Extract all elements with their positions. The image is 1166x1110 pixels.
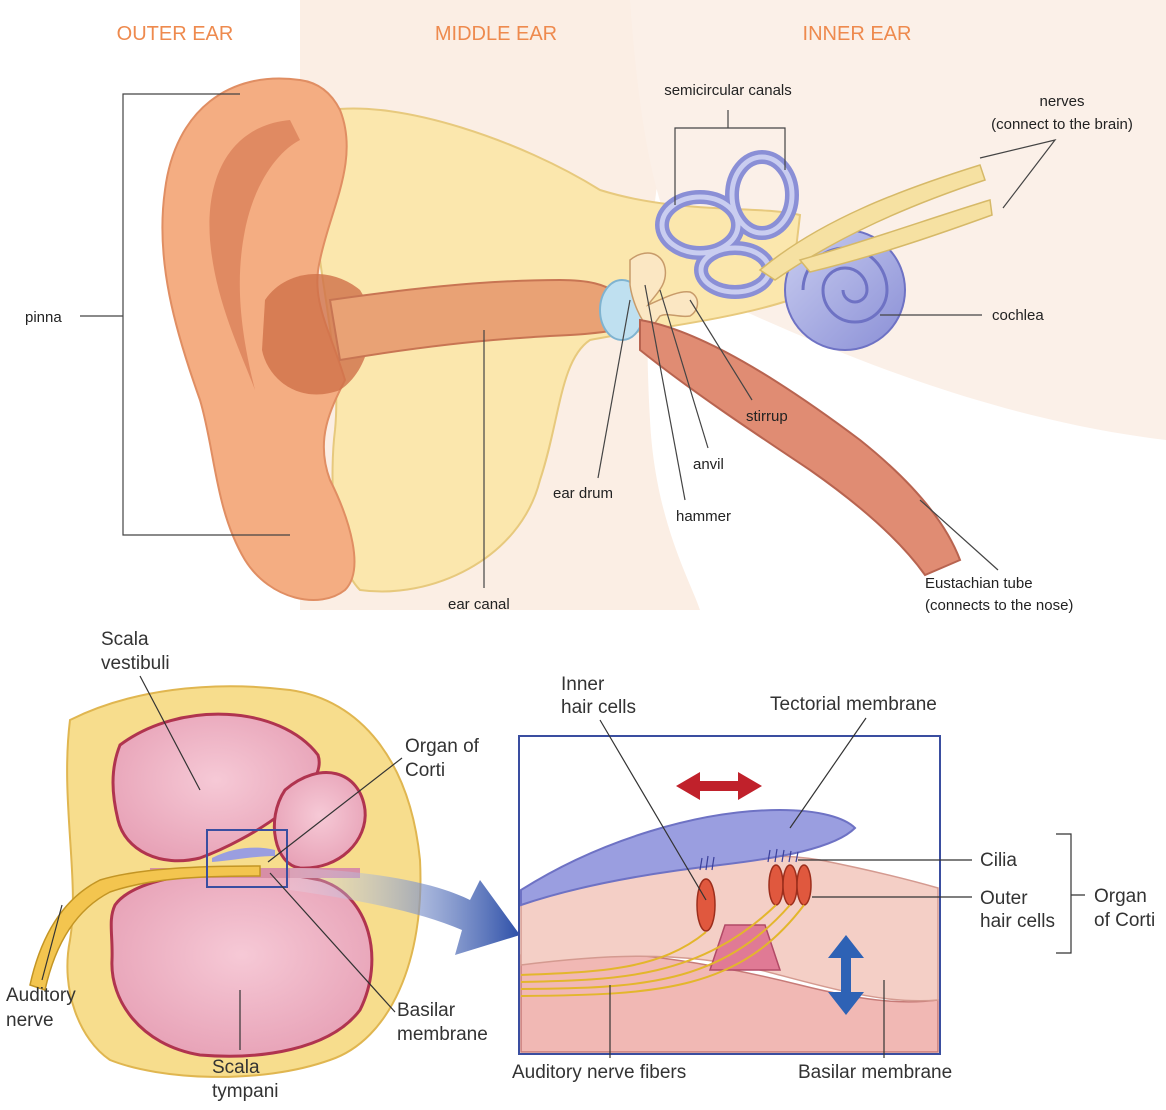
organ-of-corti-label-1: Organ of (405, 736, 480, 757)
tectorial-membrane-leader (789, 717, 867, 829)
pinna-fold (209, 120, 300, 390)
pinna-label: pinna (25, 309, 62, 326)
ear-drum-leader (597, 299, 631, 479)
inner-ear-background (630, 0, 1166, 440)
auditory-nerve-label-2: nerve (6, 1010, 54, 1031)
organ-of-corti-bracket (1056, 833, 1085, 954)
semicircular-canals-label: semicircular canals (664, 82, 792, 99)
eustachian-tube-label-1: Eustachian tube (925, 575, 1033, 592)
tectorial-small (212, 847, 275, 862)
semicircular-canals-bracket (674, 110, 786, 205)
pinna-bracket (80, 93, 290, 536)
cilia-label: Cilia (980, 850, 1017, 871)
stirrup-leader (689, 299, 753, 401)
outer-hair-cells-label-1: Outer (980, 888, 1028, 909)
organ-label-1: Organ (1094, 886, 1147, 907)
inner-ear-title: INNER EAR (803, 23, 912, 45)
tectorial-motion-arrow (676, 772, 762, 800)
basilar-motion-arrow (828, 935, 864, 1015)
nerves-label-2: (connect to the brain) (991, 116, 1133, 133)
eustachian-tube-leader (919, 499, 999, 571)
cochlea-label: cochlea (992, 307, 1044, 324)
scala-vestibuli-chamber (111, 712, 321, 863)
organ-of-corti-leader (267, 757, 403, 863)
tectorial-membrane-shape (520, 808, 857, 907)
scala-vestibuli-label-1: Scala (101, 629, 149, 650)
zoom-arrow (290, 868, 520, 955)
scala-vestibuli-leader (139, 675, 201, 791)
anvil-label: anvil (693, 456, 724, 473)
auditory-nerve-label-1: Auditory (6, 985, 76, 1006)
outer-hair-cells-label-2: hair cells (980, 911, 1055, 932)
basilar-membrane-label-1: Basilar (397, 1000, 456, 1021)
hammer-leader (644, 284, 686, 501)
anvil-leader (659, 289, 709, 449)
basilar-membrane-leader (269, 872, 396, 1013)
nerves-label-1: nerves (1039, 93, 1084, 110)
inner-hair-cells-label-2: hair cells (561, 697, 636, 718)
stirrup-label: stirrup (746, 408, 788, 425)
nerve-bundle (758, 164, 993, 281)
basilar-membrane-label-2: membrane (397, 1024, 488, 1045)
cilia-tufts (699, 848, 799, 871)
inner-hair-cells-label-1: Inner (561, 674, 605, 695)
scala-tympani-label-2: tympani (212, 1081, 279, 1102)
organ-of-corti-label-2: Corti (405, 760, 445, 781)
auditory-nerve-fibers-label: Auditory nerve fibers (512, 1062, 686, 1083)
eustachian-tube-label-2: (connects to the nose) (925, 597, 1073, 614)
cochlea-section-panel: Scala vestibuli Organ of Corti Auditory … (6, 629, 520, 1102)
organ-of-corti-highlight-box (206, 829, 288, 888)
outer-ear-title: OUTER EAR (117, 23, 234, 45)
auditory-nerve-fibers-shape (520, 904, 805, 997)
ear-anatomy-panel: OUTER EAR MIDDLE EAR INNER EAR semicircu… (25, 0, 1166, 614)
organ-label-2: of Corti (1094, 910, 1155, 931)
inner-hair-cells-leader (599, 719, 707, 901)
organ-of-corti-detail-panel: Inner hair cells Tectorial membrane Cili… (512, 674, 1155, 1083)
outer-hair-cells-shape (768, 864, 812, 906)
ear-canal-label: ear canal (448, 596, 510, 613)
scala-tympani-chamber (109, 870, 374, 1058)
ear-drum-label: ear drum (553, 485, 613, 502)
tectorial-membrane-label: Tectorial membrane (770, 694, 937, 715)
inner-hair-cells-shape (696, 878, 716, 932)
scala-vestibuli-label-2: vestibuli (101, 653, 170, 674)
eustachian-tube-shape (639, 318, 962, 577)
scala-media-chamber (272, 771, 367, 870)
hammer-label: hammer (676, 508, 731, 525)
auditory-nerve-shape (29, 865, 261, 991)
nerves-leader (979, 139, 1057, 209)
auditory-nerve-leader (41, 904, 63, 981)
middle-ear-title: MIDDLE EAR (435, 23, 557, 45)
basilar-membrane-detail-label: Basilar membrane (798, 1062, 952, 1083)
scala-tympani-label-1: Scala (212, 1057, 260, 1078)
